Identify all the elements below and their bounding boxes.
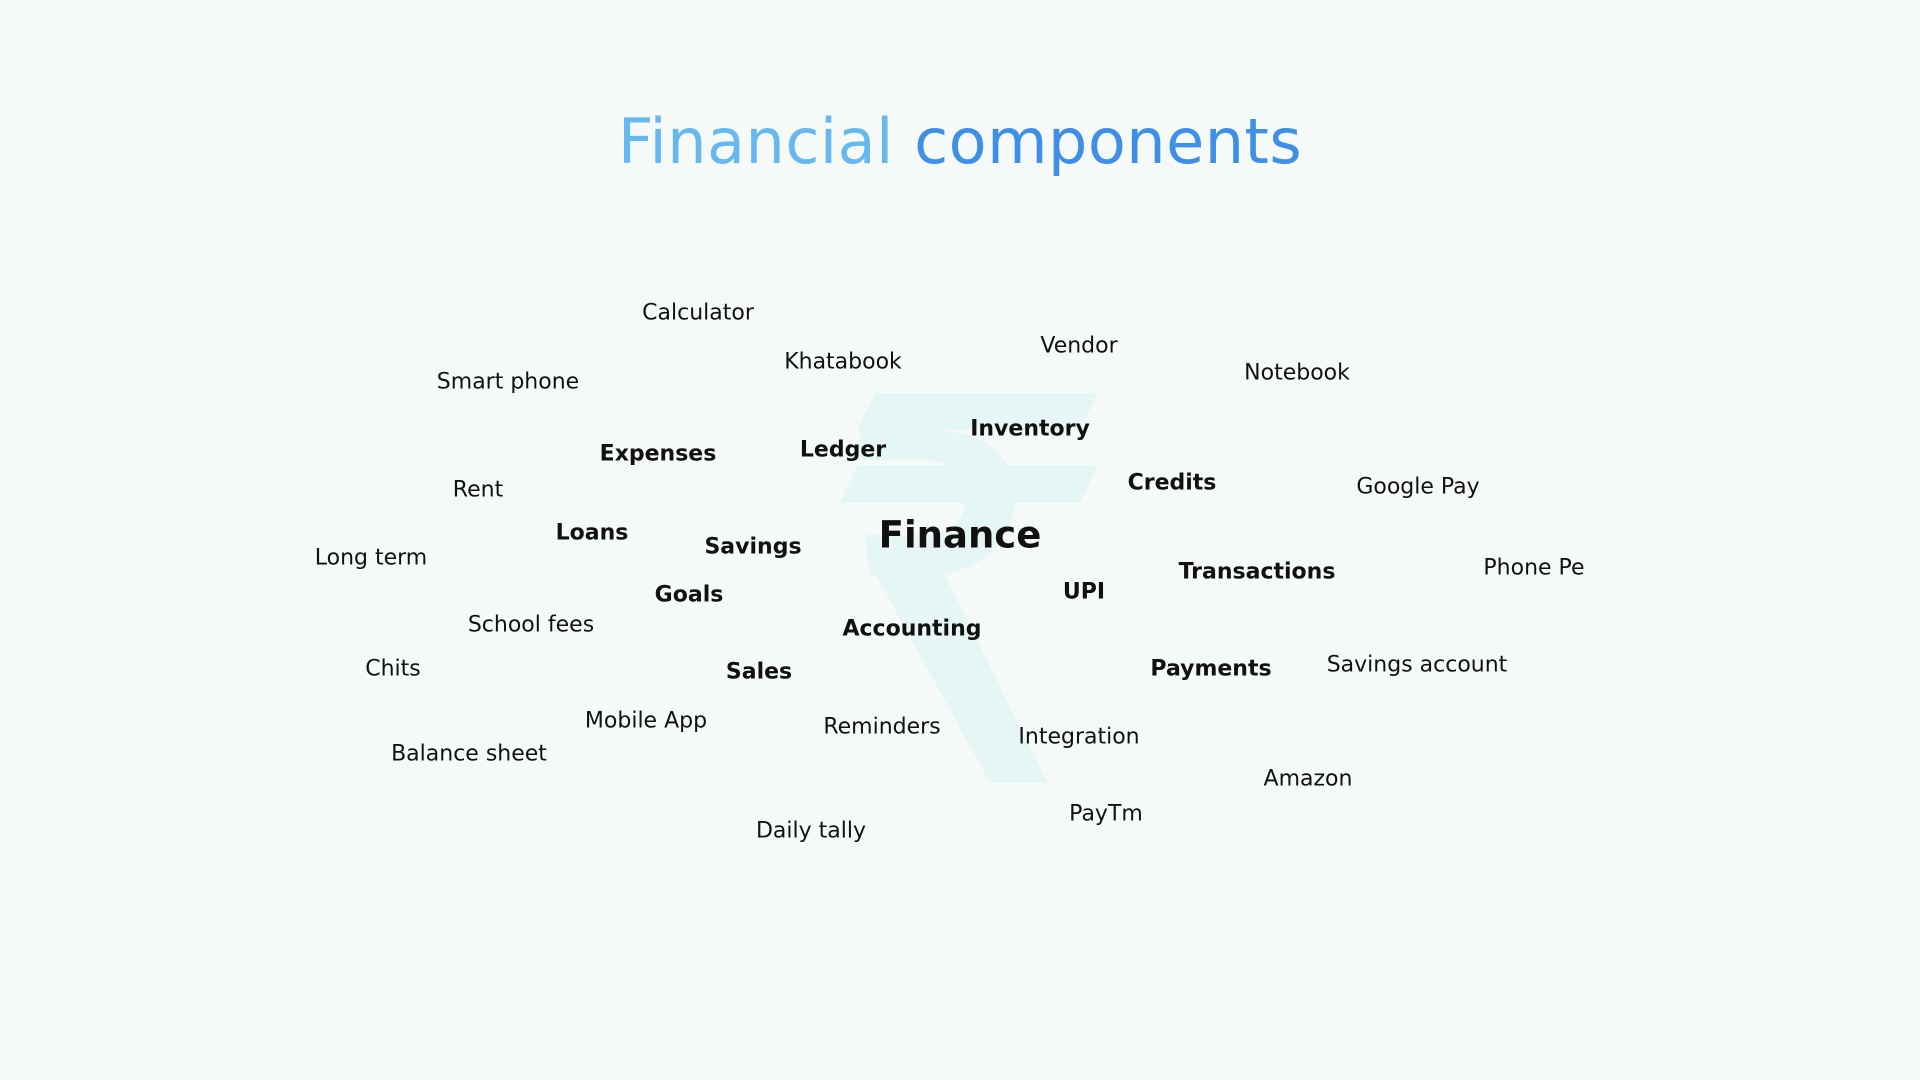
word-khatabook: Khatabook [784,349,902,375]
word-notebook: Notebook [1244,360,1350,386]
word-inventory: Inventory [970,416,1090,442]
word-upi: UPI [1062,579,1106,605]
word-google-pay: Google Pay [1356,474,1480,500]
title-part-2: components [914,105,1303,178]
word-long-term: Long term [314,545,428,571]
word-balance-sheet: Balance sheet [391,741,547,767]
word-credits: Credits [1127,470,1217,496]
word-reminders: Reminders [823,714,941,740]
slide-title: Financial components [0,105,1920,178]
word-loans: Loans [555,520,629,546]
word-chits: Chits [365,656,421,682]
word-smart-phone: Smart phone [436,369,580,395]
word-sales: Sales [725,659,793,685]
word-ledger: Ledger [799,437,887,463]
word-accounting: Accounting [842,616,982,642]
word-integration: Integration [1018,724,1140,750]
word-finance: Finance [878,513,1042,557]
rupee-icon [840,393,1098,783]
title-part-1: Financial [617,105,894,178]
word-calculator: Calculator [642,300,754,326]
word-payments: Payments [1150,656,1272,682]
word-paytm: PayTm [1069,801,1143,827]
word-expenses: Expenses [599,441,717,467]
word-mobile-app: Mobile App [584,708,708,734]
word-savings-account: Savings account [1326,652,1508,678]
word-daily-tally: Daily tally [755,818,867,844]
word-goals: Goals [654,582,724,608]
word-school-fees: School fees [467,612,595,638]
word-vendor: Vendor [1040,333,1118,359]
word-phone-pe: Phone Pe [1483,555,1585,581]
word-transactions: Transactions [1178,559,1336,585]
word-rent: Rent [452,477,504,503]
word-savings: Savings [704,534,802,560]
word-amazon: Amazon [1263,766,1353,792]
